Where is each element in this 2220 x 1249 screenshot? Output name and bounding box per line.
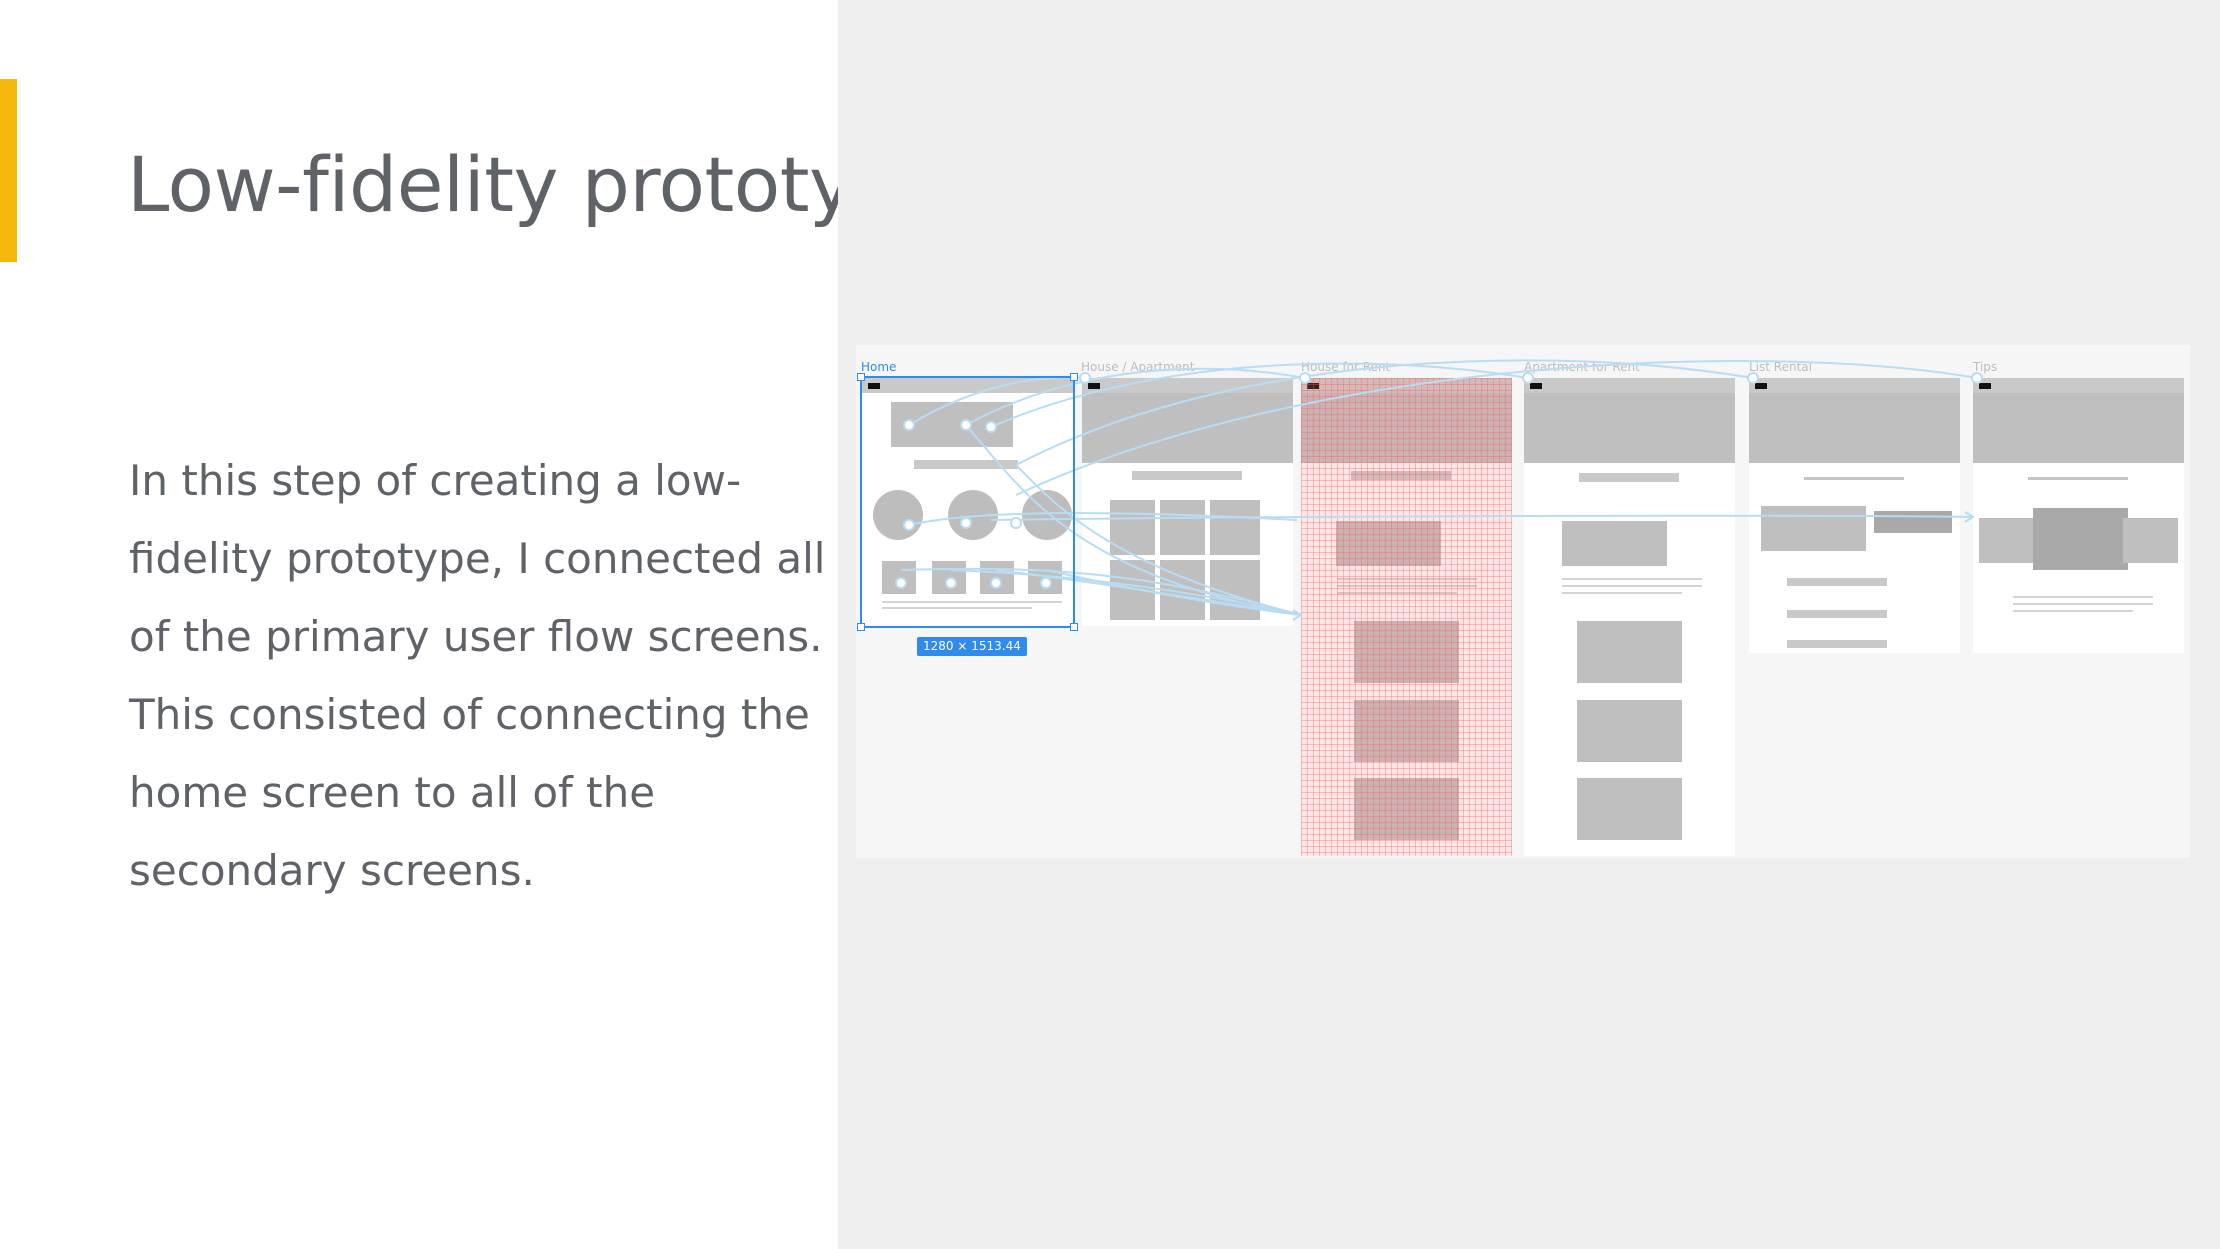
flow-link bbox=[1015, 464, 1302, 616]
search-bar-placeholder[interactable] bbox=[1351, 471, 1451, 480]
selection-box[interactable] bbox=[857, 373, 1078, 631]
flow-node bbox=[945, 577, 957, 589]
slide-body-text: In this step of creating a low-fidelity … bbox=[129, 456, 826, 895]
flow-node bbox=[1010, 517, 1022, 529]
status-bar bbox=[1082, 378, 1293, 393]
flow-node bbox=[1299, 372, 1311, 384]
prototype-canvas[interactable]: Home House / Apartment House for Rent Ap… bbox=[856, 345, 2190, 858]
notch bbox=[1979, 383, 1991, 389]
notch bbox=[1088, 383, 1100, 389]
tip-card-featured-placeholder[interactable] bbox=[2033, 508, 2128, 570]
form-field-placeholder[interactable] bbox=[1787, 578, 1887, 586]
flow-arrowhead bbox=[1292, 609, 1303, 621]
screen-house-apartment[interactable] bbox=[1082, 378, 1293, 626]
photo-upload-placeholder[interactable] bbox=[1761, 506, 1866, 551]
selection-dimensions-badge: 1280 × 1513.44 bbox=[917, 637, 1027, 656]
resize-handle-bottom-right[interactable] bbox=[1070, 623, 1078, 631]
description-text-placeholder bbox=[1562, 592, 1682, 594]
description-text-placeholder bbox=[1562, 585, 1702, 587]
search-bar-placeholder[interactable] bbox=[1579, 473, 1679, 482]
listing-tile-placeholder[interactable] bbox=[1210, 500, 1260, 555]
header-image-placeholder bbox=[1082, 393, 1293, 463]
gallery-image-placeholder bbox=[1577, 778, 1682, 840]
text-line-placeholder bbox=[2013, 610, 2133, 612]
prototype-flow-connections bbox=[895, 359, 1983, 621]
flow-link bbox=[1045, 569, 1302, 616]
flow-link bbox=[990, 514, 1974, 521]
flow-link bbox=[965, 424, 1302, 616]
category-circle-house[interactable] bbox=[873, 490, 923, 540]
description-text-placeholder bbox=[1562, 578, 1702, 580]
gallery-image-placeholder bbox=[1354, 778, 1459, 840]
notch bbox=[1307, 383, 1319, 389]
status-bar bbox=[1973, 378, 2184, 393]
accent-bar bbox=[0, 79, 17, 262]
flow-node bbox=[985, 421, 997, 433]
screen-house-for-rent[interactable] bbox=[1301, 378, 1512, 856]
flow-link bbox=[900, 567, 1302, 616]
form-field-placeholder[interactable] bbox=[1787, 640, 1887, 648]
frame-label-home[interactable]: Home bbox=[861, 360, 897, 374]
gallery-image-placeholder bbox=[1354, 621, 1459, 683]
frame-label-tips[interactable]: Tips bbox=[1973, 360, 1998, 374]
flow-node bbox=[895, 577, 907, 589]
gallery-image-placeholder bbox=[1354, 700, 1459, 762]
status-bar bbox=[1749, 378, 1960, 393]
text-line-placeholder bbox=[2013, 603, 2153, 605]
flow-link bbox=[990, 362, 1529, 428]
screen-tips[interactable] bbox=[1973, 378, 2184, 653]
layout-grid-overlay bbox=[1301, 378, 1512, 856]
description-text-placeholder bbox=[1337, 592, 1457, 594]
form-field-placeholder[interactable] bbox=[1787, 610, 1887, 618]
slide-title: Low-fidelity prototype bbox=[127, 140, 948, 229]
resize-handle-top-left[interactable] bbox=[857, 373, 865, 381]
flow-node bbox=[1522, 372, 1534, 384]
flow-link bbox=[965, 367, 1306, 426]
status-bar bbox=[1524, 378, 1735, 393]
text-line-placeholder bbox=[882, 607, 1032, 609]
property-image-placeholder bbox=[1336, 521, 1441, 566]
flow-node bbox=[1747, 372, 1759, 384]
text-line-placeholder bbox=[882, 601, 1062, 603]
flow-link bbox=[1015, 359, 1978, 496]
notch bbox=[1755, 383, 1767, 389]
heading-placeholder bbox=[2028, 477, 2128, 480]
header-image-placeholder bbox=[1749, 393, 1960, 463]
frame-label-list-rental[interactable]: List Rental bbox=[1749, 360, 1812, 374]
header-image-placeholder bbox=[1301, 393, 1512, 463]
description-text-placeholder bbox=[1337, 585, 1477, 587]
notch bbox=[1530, 383, 1542, 389]
flow-node bbox=[960, 419, 972, 431]
listing-tile-placeholder[interactable] bbox=[1110, 560, 1155, 620]
header-image-placeholder bbox=[1973, 393, 2184, 463]
description-text-placeholder bbox=[1337, 578, 1477, 580]
resize-handle-top-right[interactable] bbox=[1070, 373, 1078, 381]
gallery-image-placeholder bbox=[1577, 700, 1682, 762]
flow-link bbox=[1015, 359, 1754, 466]
property-image-placeholder bbox=[1562, 521, 1667, 566]
screen-apartment-for-rent[interactable] bbox=[1524, 378, 1735, 856]
flow-node bbox=[990, 577, 1002, 589]
gallery-image-placeholder bbox=[1577, 621, 1682, 683]
heading-placeholder bbox=[1804, 477, 1904, 480]
flow-arrowhead bbox=[1964, 511, 1975, 523]
text-line-placeholder bbox=[2013, 596, 2153, 598]
listing-tile-placeholder[interactable] bbox=[1160, 500, 1205, 555]
resize-handle-bottom-left[interactable] bbox=[857, 623, 865, 631]
tip-card-placeholder[interactable] bbox=[1979, 518, 2039, 563]
search-bar-placeholder[interactable] bbox=[1132, 471, 1242, 480]
search-bar-placeholder[interactable] bbox=[914, 460, 1018, 469]
notch bbox=[868, 383, 880, 389]
tip-card-placeholder[interactable] bbox=[2123, 518, 2178, 563]
flow-node bbox=[1079, 372, 1091, 384]
flow-node bbox=[1040, 577, 1052, 589]
flow-node bbox=[903, 419, 915, 431]
flow-node bbox=[1971, 372, 1983, 384]
flow-node bbox=[960, 517, 972, 529]
header-image-placeholder bbox=[1524, 393, 1735, 463]
flow-node bbox=[903, 519, 915, 531]
